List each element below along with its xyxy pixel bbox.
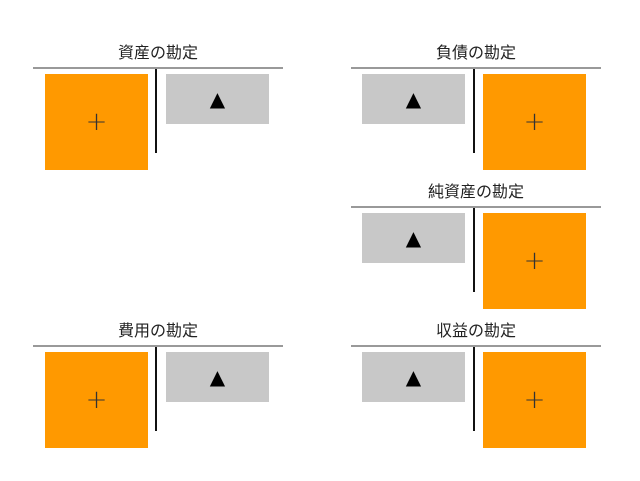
asset-account: 資産の勘定 + ▲ (33, 43, 283, 203)
account-title: 費用の勘定 (117, 321, 198, 340)
net-assets-account: 純資産の勘定 ▲ + (351, 182, 601, 342)
increase-box: + (45, 74, 148, 170)
increase-box: + (483, 74, 586, 170)
increase-box: + (483, 352, 586, 448)
account-title: 負債の勘定 (435, 43, 516, 62)
t-account-horizontal-line (33, 345, 283, 347)
expense-account: 費用の勘定 + ▲ (33, 321, 283, 481)
t-account-horizontal-line (33, 67, 283, 69)
decrease-box: ▲ (166, 352, 269, 402)
account-title: 資産の勘定 (117, 43, 198, 62)
account-title: 収益の勘定 (435, 321, 516, 340)
t-account-vertical-line (473, 208, 475, 292)
t-account-horizontal-line (351, 345, 601, 347)
t-account-horizontal-line (351, 206, 601, 208)
liability-account: 負債の勘定 ▲ + (351, 43, 601, 203)
t-account-vertical-line (473, 347, 475, 431)
revenue-account: 収益の勘定 ▲ + (351, 321, 601, 481)
decrease-box: ▲ (362, 213, 465, 263)
decrease-box: ▲ (362, 352, 465, 402)
decrease-box: ▲ (362, 74, 465, 124)
t-account-horizontal-line (351, 67, 601, 69)
t-account-vertical-line (473, 69, 475, 153)
t-account-vertical-line (155, 69, 157, 153)
t-account-vertical-line (155, 347, 157, 431)
increase-box: + (45, 352, 148, 448)
increase-box: + (483, 213, 586, 309)
account-title: 純資産の勘定 (427, 182, 524, 201)
decrease-box: ▲ (166, 74, 269, 124)
